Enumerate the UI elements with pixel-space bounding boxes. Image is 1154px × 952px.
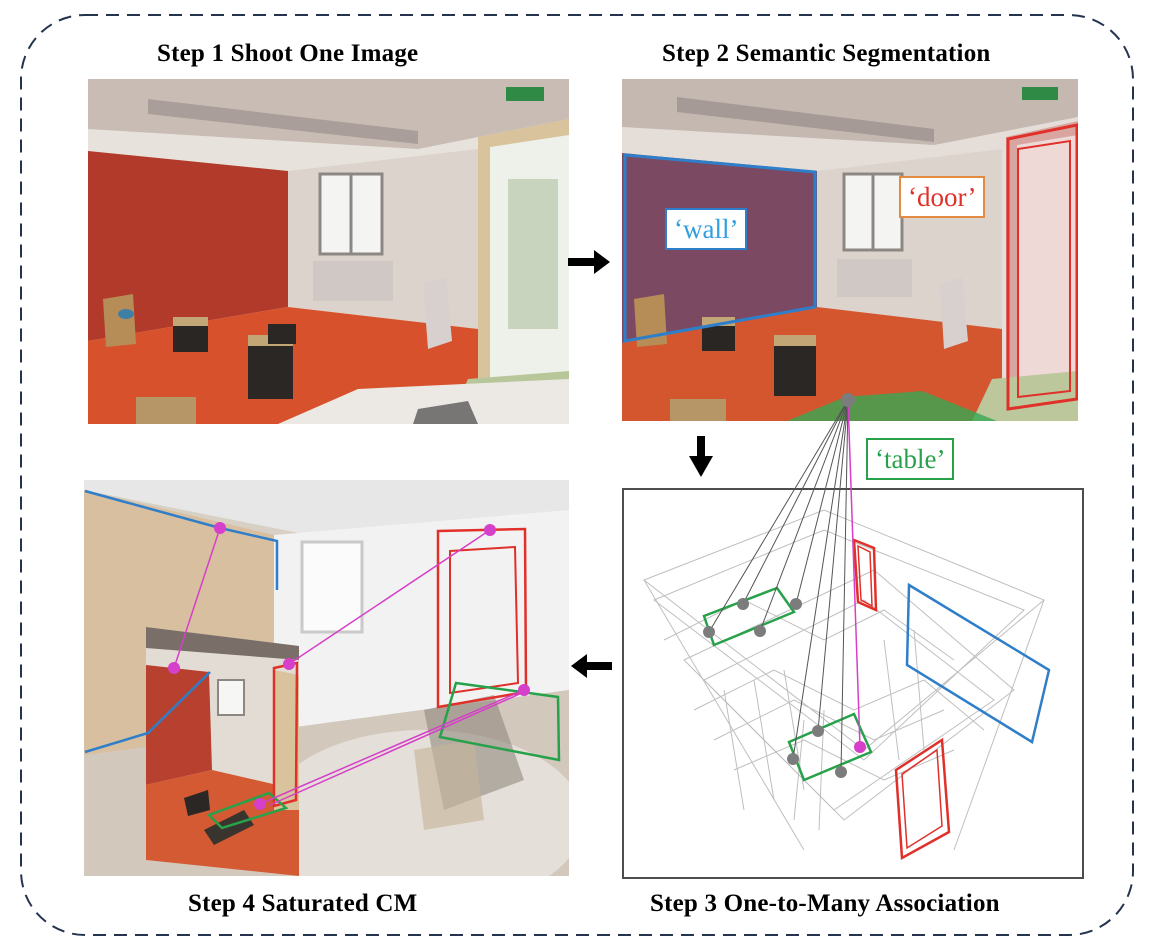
step1-photo <box>88 79 569 424</box>
step4-saturated-cm <box>84 480 569 876</box>
step3-candidate-points <box>703 598 847 778</box>
step4-door-outline-inner <box>449 545 520 695</box>
step3-title: Step 3 One-to-Many Association <box>650 890 1000 917</box>
step2-segmented-photo <box>622 79 1078 421</box>
association-line-correct <box>847 399 861 748</box>
room-photo-illustration <box>88 79 569 424</box>
arrow-down <box>689 436 713 477</box>
step2-title: Step 2 Semantic Segmentation <box>662 40 991 67</box>
arrow-left <box>571 654 612 678</box>
segmentation-illustration <box>622 79 1078 421</box>
step4-wall-outline-lower <box>84 671 211 754</box>
step4-wall-outline <box>84 489 279 590</box>
association-lines <box>708 399 849 773</box>
step3-matched-point <box>854 741 866 753</box>
step4-match-lines <box>173 527 525 806</box>
step1-title: Step 1 Shoot One Image <box>157 40 419 67</box>
step2-table-point <box>841 393 855 407</box>
label-table: ‘table’ <box>866 438 955 480</box>
label-door: ‘door’ <box>899 176 986 218</box>
label-wall: ‘wall’ <box>665 208 748 250</box>
step4-match-points <box>168 522 530 810</box>
saturated-cm-illustration <box>84 480 569 876</box>
arrow-right <box>568 250 610 274</box>
step4-title: Step 4 Saturated CM <box>188 890 418 917</box>
